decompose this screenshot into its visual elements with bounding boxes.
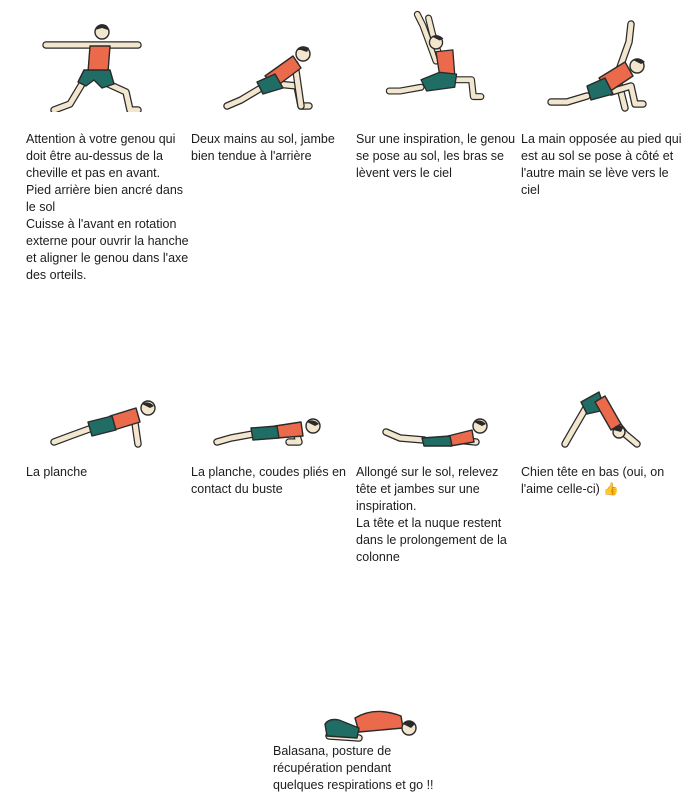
pose-caption-warrior-two: Attention à votre genou qui doit être au…	[26, 132, 189, 282]
pose-caption-balasana: Balasana, posture de récupération pendan…	[273, 744, 434, 792]
pose-caption-locust: Allongé sur le sol, relevez tête et jamb…	[356, 465, 507, 564]
pose-caption-low-lunge: Deux mains au sol, jambe bien tendue à l…	[191, 132, 335, 163]
downward-dog-illustration	[561, 391, 641, 448]
locust-illustration	[382, 418, 488, 447]
pose-caption-chaturanga: La planche, coudes pliés en contact du b…	[191, 465, 346, 496]
chaturanga-illustration	[213, 418, 321, 446]
pose-caption-downward-dog: Chien tête en bas (oui, on l'aime celle-…	[521, 465, 665, 496]
low-lunge-illustration	[223, 46, 313, 110]
pose-caption-crescent-lunge: Sur une inspiration, le genou se pose au…	[356, 132, 516, 180]
plank-illustration	[50, 400, 156, 448]
balasana-illustration	[324, 710, 417, 742]
pose-caption-plank: La planche	[26, 465, 88, 479]
warrior-two-illustration	[42, 24, 142, 112]
crescent-lunge-illustration	[385, 10, 485, 101]
twisted-lunge-illustration	[547, 20, 647, 112]
pose-caption-twisted-lunge: La main opposée au pied qui est au sol s…	[521, 132, 682, 197]
